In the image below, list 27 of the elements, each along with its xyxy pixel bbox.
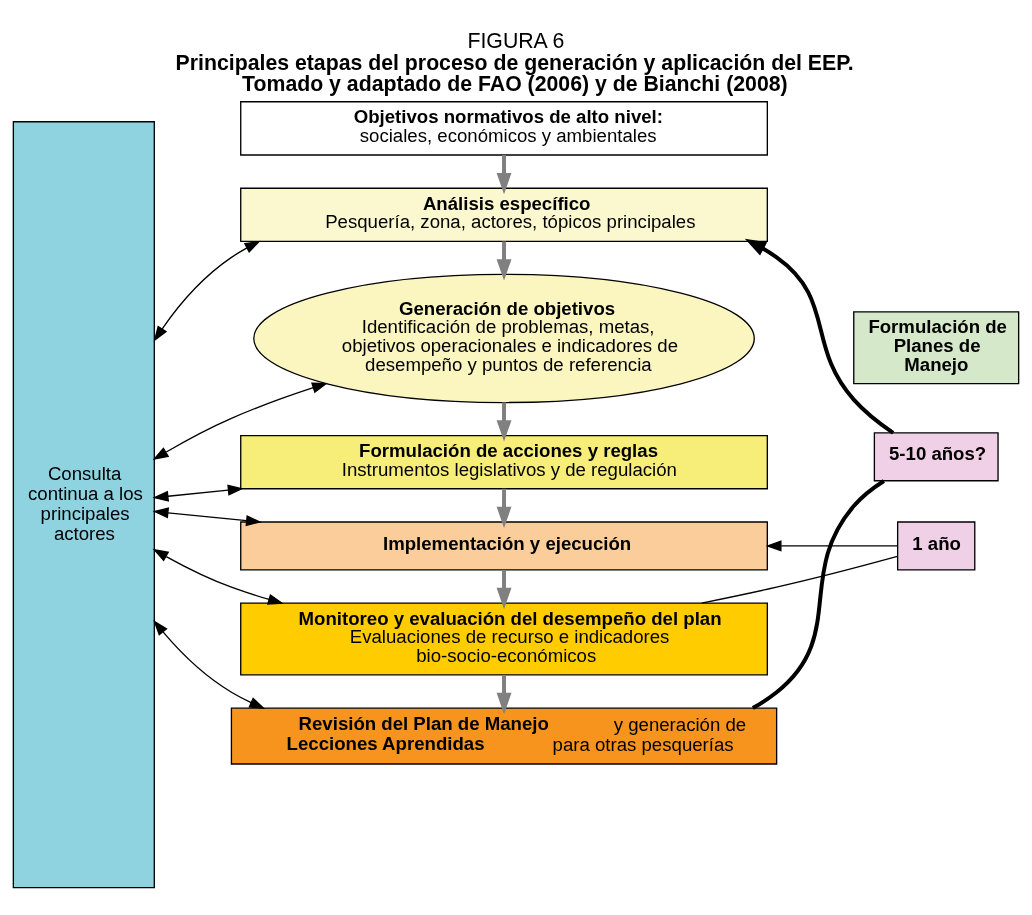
node-box: Formulación de acciones y reglas Instrumentos legislativos y de regulación — [240, 434, 768, 490]
connector — [751, 479, 885, 710]
node-ellipse: Generación de objetivos Identificación de problemas, metas, objetivos operacionales e indicadores de desempeño y puntos de referencia — [253, 273, 755, 404]
node-box: Análisis específico Pesquería, zona, actores, tópicos principales — [240, 187, 768, 243]
arrow — [496, 402, 512, 442]
arrow — [152, 548, 284, 605]
arrow — [496, 569, 512, 610]
arrow — [496, 488, 512, 529]
arrow — [152, 382, 328, 461]
node-box: Implementación y ejecución — [240, 521, 768, 571]
arrow — [152, 507, 262, 527]
node-box: 5-10 años? — [873, 432, 999, 482]
node-box: 1 año — [896, 521, 976, 571]
node-box: Consulta continua a los principales actores — [12, 121, 155, 889]
arrow — [496, 674, 512, 715]
arrow — [152, 484, 244, 502]
node-box: Objetivos normativos de alto nivel: sociales, económicos y ambientales — [240, 101, 768, 156]
node-box: Formulación de Planes de Manejo — [853, 311, 1020, 385]
arrow — [744, 238, 895, 435]
arrow — [765, 540, 898, 552]
node-box: Revisión del Plan de Manejo y generación de Lecciones Aprendidas para otras pesquerías — [230, 707, 778, 765]
connector — [700, 555, 898, 604]
arrow — [496, 241, 512, 281]
arrow — [153, 240, 261, 342]
node-box: Monitoreo y evaluación del desempeño del plan Evaluaciones de recurso e indicadores bio-socio-económicos — [240, 602, 768, 676]
arrow — [496, 155, 512, 195]
arrow — [153, 619, 266, 709]
